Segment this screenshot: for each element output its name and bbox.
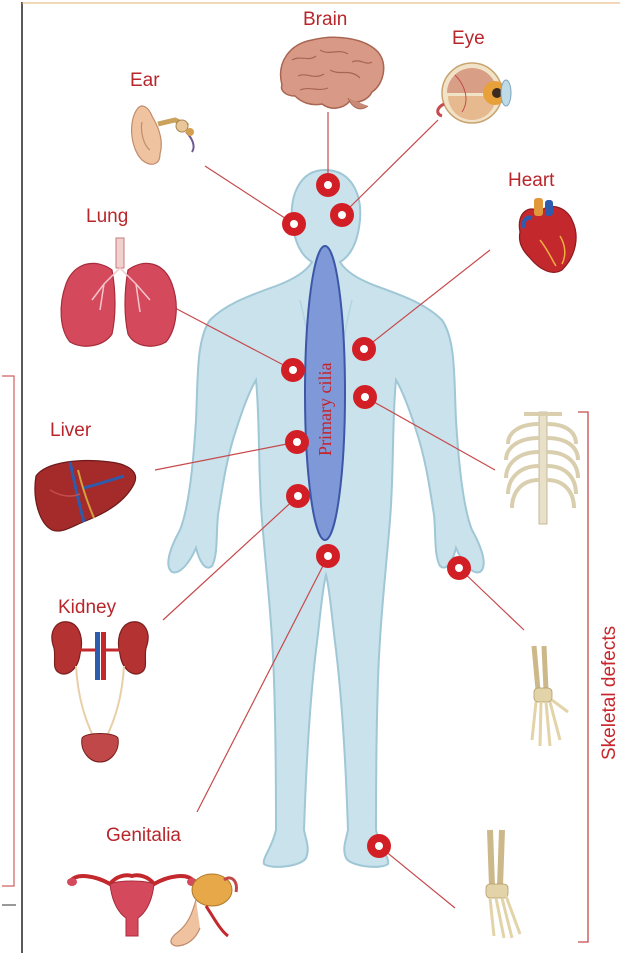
ribcage-illustration (506, 412, 578, 524)
line-foot (379, 846, 455, 908)
brain-illustration (281, 37, 384, 109)
male-reproductive-illustration (171, 874, 236, 946)
label-brain: Brain (303, 9, 347, 31)
kidneys-illustration (52, 622, 148, 762)
eye-illustration (438, 63, 511, 123)
left-bracket (2, 376, 14, 886)
female-reproductive-illustration (67, 875, 197, 936)
heart-illustration (519, 198, 576, 272)
marker-foot (367, 834, 391, 858)
line-ear (205, 166, 294, 224)
skeletal-bracket (578, 412, 588, 942)
label-lung: Lung (86, 206, 128, 228)
line-eye (342, 120, 438, 215)
marker-eye (330, 203, 354, 227)
marker-liver (285, 430, 309, 454)
marker-ribcage (353, 385, 377, 409)
marker-heart (352, 337, 376, 361)
label-liver: Liver (50, 420, 91, 442)
label-eye: Eye (452, 28, 485, 50)
hand-bones-illustration (532, 646, 568, 746)
label-kidney: Kidney (58, 597, 116, 619)
line-hand (459, 568, 524, 630)
label-primary-cilia: Primary cilia (315, 363, 336, 456)
marker-lung (281, 358, 305, 382)
marker-brain (316, 173, 340, 197)
label-heart: Heart (508, 170, 554, 192)
label-genitalia: Genitalia (106, 825, 181, 847)
marker-genitalia (316, 544, 340, 568)
ear-illustration (132, 106, 194, 164)
marker-ear (282, 212, 306, 236)
marker-hand (447, 556, 471, 580)
label-skeletal-defects: Skeletal defects (599, 626, 620, 760)
marker-kidney (286, 484, 310, 508)
foot-bones-illustration (486, 830, 520, 938)
lungs-illustration (61, 238, 176, 346)
liver-illustration (35, 461, 136, 532)
label-ear: Ear (130, 70, 160, 92)
